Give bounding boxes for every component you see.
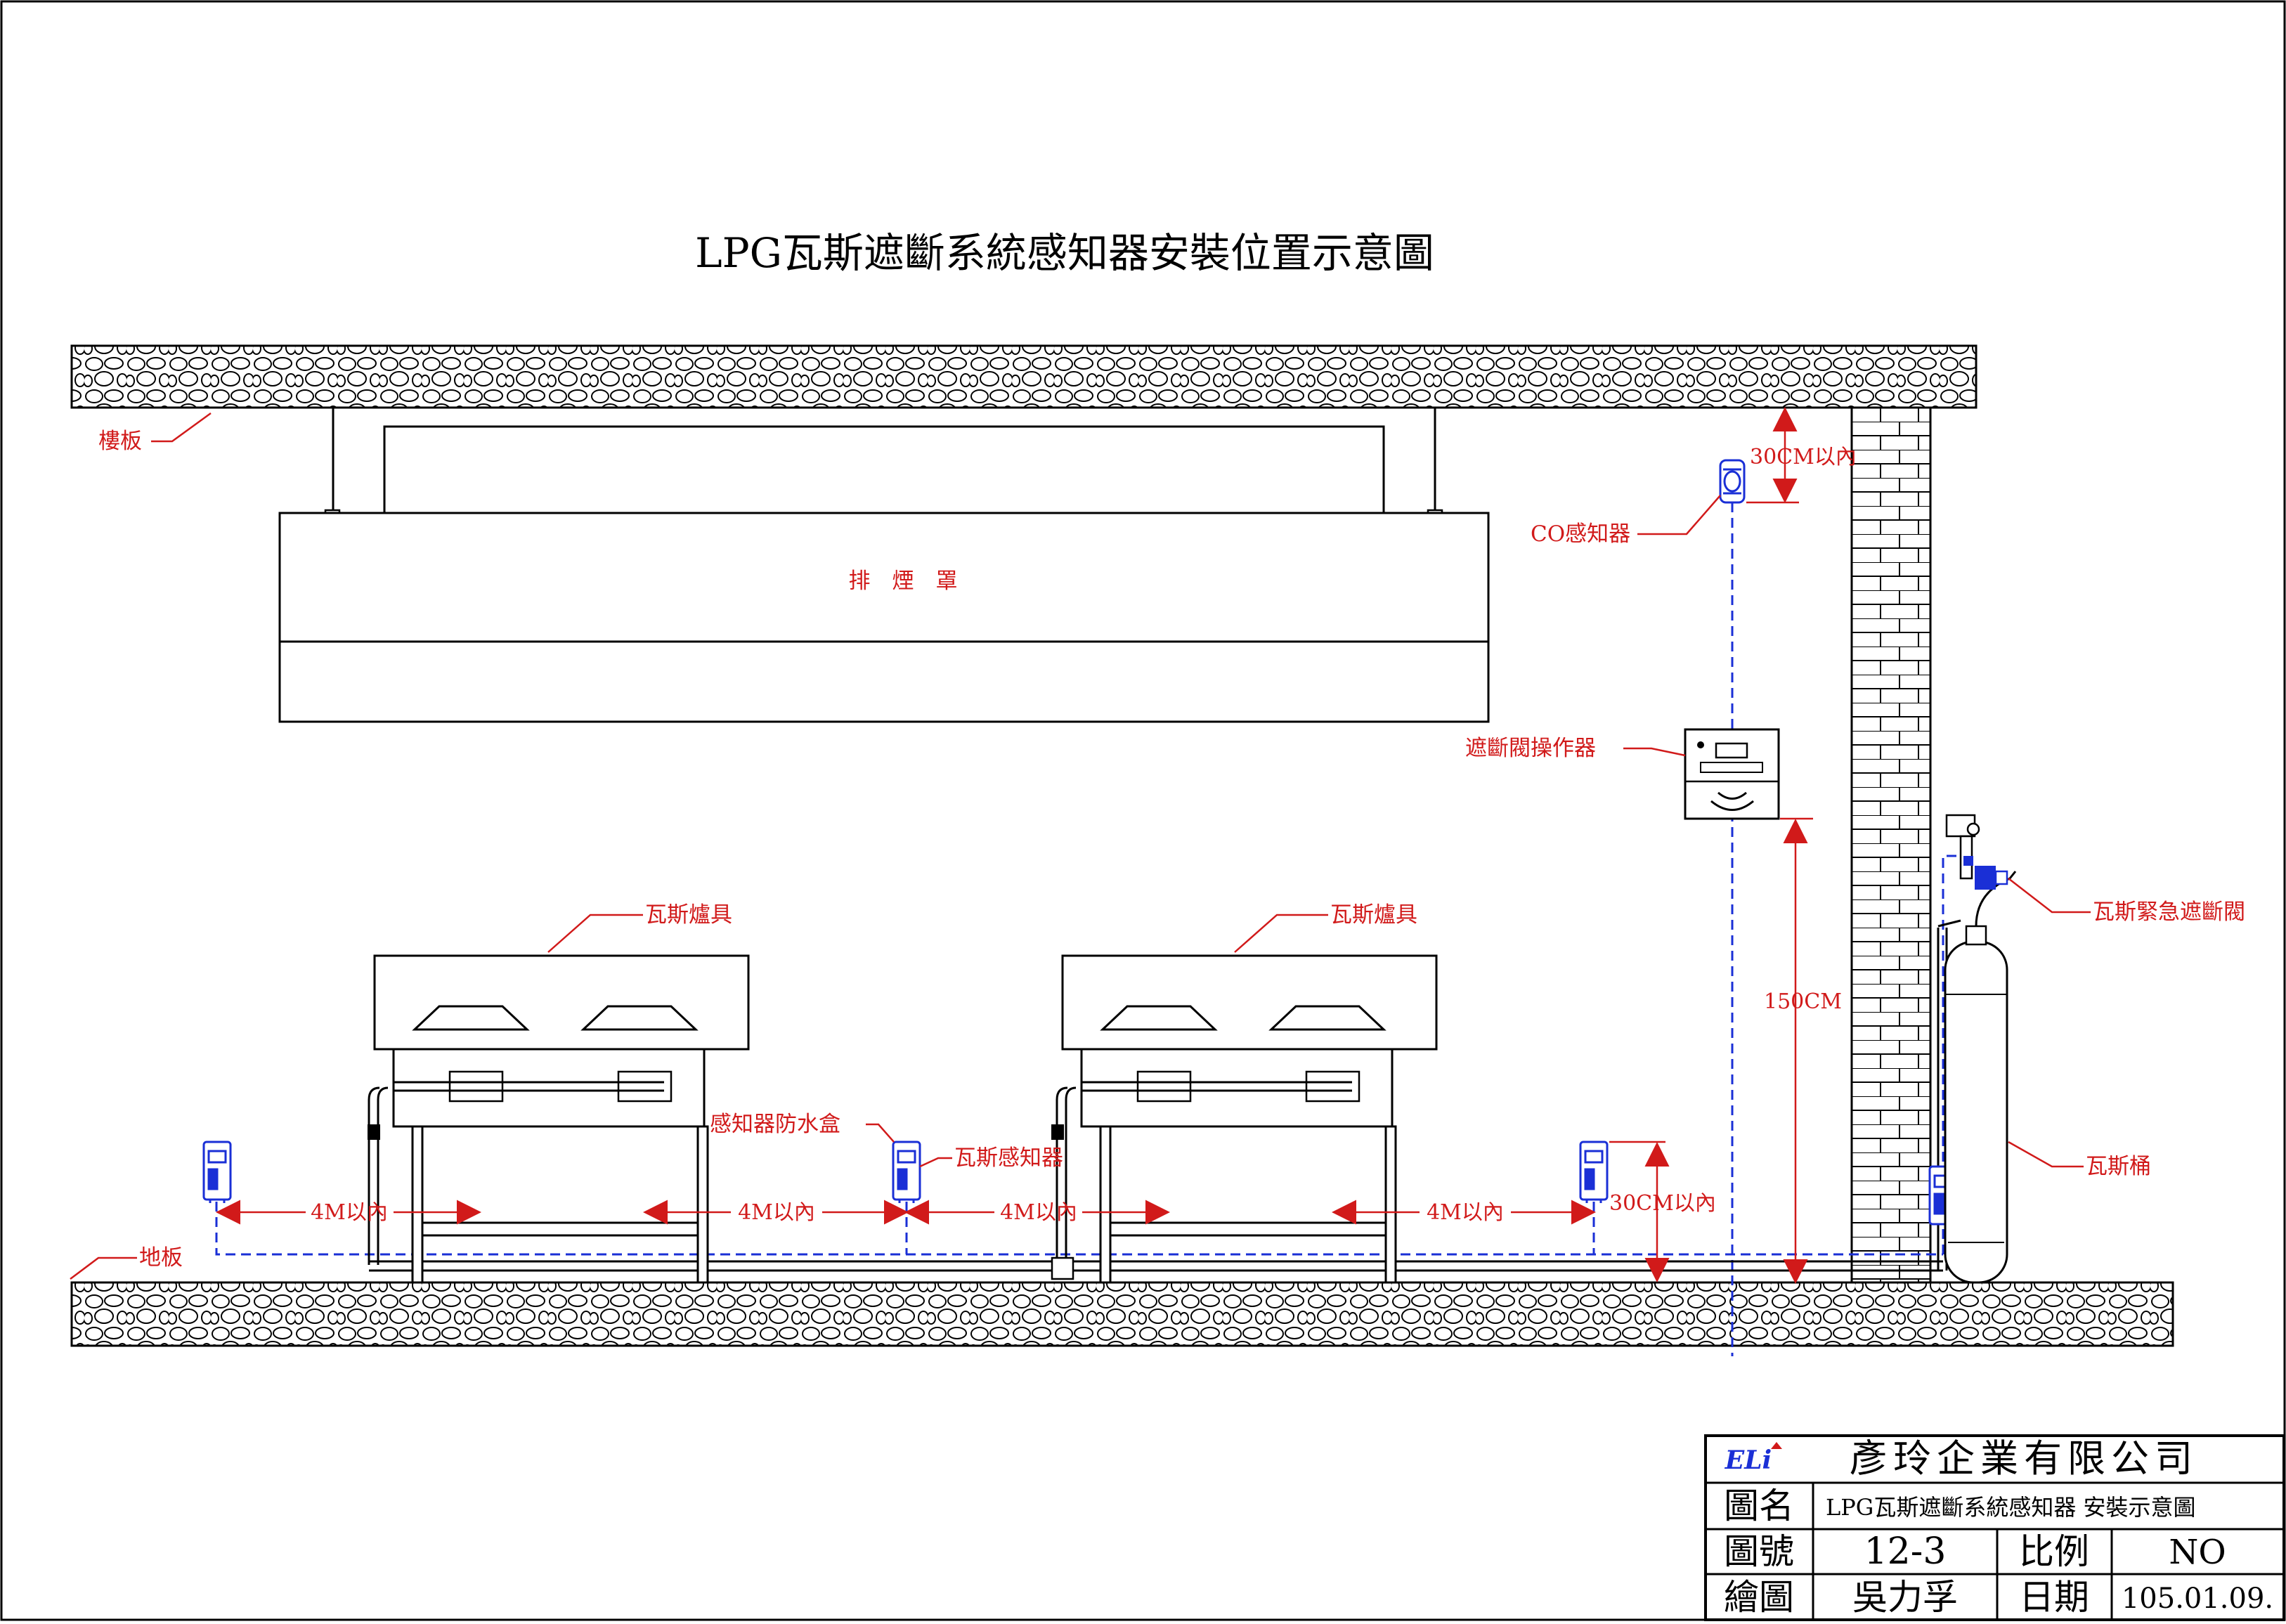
spacing-label-3: 4M以內: [1000, 1200, 1077, 1225]
emergency-valve-label-group: 瓦斯緊急遮斷閥: [2008, 878, 2245, 925]
name-value: LPG瓦斯遮斷系統感知器 安裝示意圖: [1826, 1494, 2196, 1521]
stove-1-label: 瓦斯爐具: [645, 902, 732, 928]
height-150-dimension: [1780, 817, 1813, 1284]
diagram-title: LPG瓦斯遮斷系統感知器安裝位置示意圖: [695, 229, 1434, 277]
stove-2-label-group: 瓦斯爐具: [1234, 902, 1417, 953]
cylinder-label: 瓦斯桶: [2086, 1154, 2151, 1179]
gas-stove-1: [368, 954, 750, 1284]
co-sensor-label-group: CO感知器: [1531, 495, 1721, 547]
gas-cylinder: [1944, 871, 2017, 1284]
gas-stove-2: [1051, 954, 1438, 1284]
company-name: 彥玲企業有限公司: [1850, 1436, 2198, 1481]
floor-slab: [70, 1281, 2174, 1347]
brick-wall: [1850, 406, 1932, 1284]
waterproof-box-label: 感知器防水盒: [710, 1112, 840, 1137]
floor-slab-label-group: 樓板: [98, 412, 212, 454]
company-logo-text: ELi: [1725, 1446, 1772, 1475]
emergency-valve-label: 瓦斯緊急遮斷閥: [2093, 899, 2245, 925]
spacing-label-1: 4M以內: [311, 1200, 388, 1225]
waterproof-box-label-group: 感知器防水盒: [710, 1112, 895, 1143]
drawn-value: 吳力孚: [1852, 1577, 1958, 1618]
co-distance-dimension: [1746, 407, 1799, 504]
height-150-label: 150CM: [1764, 989, 1842, 1014]
gas-sensor-label-group: 瓦斯感知器: [919, 1145, 1063, 1171]
gas-sensor-2: [892, 1141, 921, 1203]
floor-label-group: 地板: [70, 1245, 183, 1280]
number-label: 圖號: [1724, 1531, 1794, 1572]
controller-label-group: 遮斷閥操作器: [1465, 736, 1686, 761]
sensor-height-dimension: [1609, 1141, 1670, 1282]
controller-label: 遮斷閥操作器: [1465, 736, 1596, 761]
scale-label: 比例: [2019, 1531, 2089, 1572]
ceiling-slab: [70, 344, 1977, 409]
title-block: ELi 彥玲企業有限公司 圖名 LPG瓦斯遮斷系統感知器 安裝示意圖 圖號 12…: [1704, 1434, 2285, 1621]
exhaust-hood: 排 煙 罩: [278, 408, 1490, 723]
date-label: 日期: [2019, 1577, 2089, 1618]
valve-controller: [1684, 728, 1780, 820]
gas-sensor-3: [1579, 1141, 1609, 1203]
sensor-height-label: 30CM以內: [1609, 1191, 1716, 1216]
gas-sensor-label: 瓦斯感知器: [954, 1145, 1063, 1171]
number-value: 12-3: [1864, 1531, 1947, 1573]
cylinder-label-group: 瓦斯桶: [2008, 1141, 2151, 1179]
spacing-label-4: 4M以內: [1427, 1200, 1504, 1225]
floor-slab-label: 樓板: [98, 429, 142, 454]
company-logo: ELi: [1718, 1442, 1782, 1475]
stove-1-label-group: 瓦斯爐具: [547, 902, 732, 953]
floor-label: 地板: [139, 1245, 183, 1271]
emergency-valve: [1945, 814, 2008, 890]
date-value: 105.01.09.: [2122, 1583, 2273, 1615]
scale-value: NO: [2169, 1533, 2226, 1572]
spacing-label-2: 4M以內: [738, 1200, 815, 1225]
hood-label: 排 煙 罩: [849, 569, 958, 594]
gas-sensor-1: [202, 1141, 232, 1203]
name-label: 圖名: [1724, 1486, 1794, 1526]
co-sensor: [1719, 459, 1746, 504]
co-sensor-label: CO感知器: [1531, 521, 1630, 547]
co-distance-label: 30CM以內: [1750, 445, 1857, 469]
stove-2-label: 瓦斯爐具: [1330, 902, 1417, 928]
drawn-label: 繪圖: [1724, 1577, 1794, 1618]
